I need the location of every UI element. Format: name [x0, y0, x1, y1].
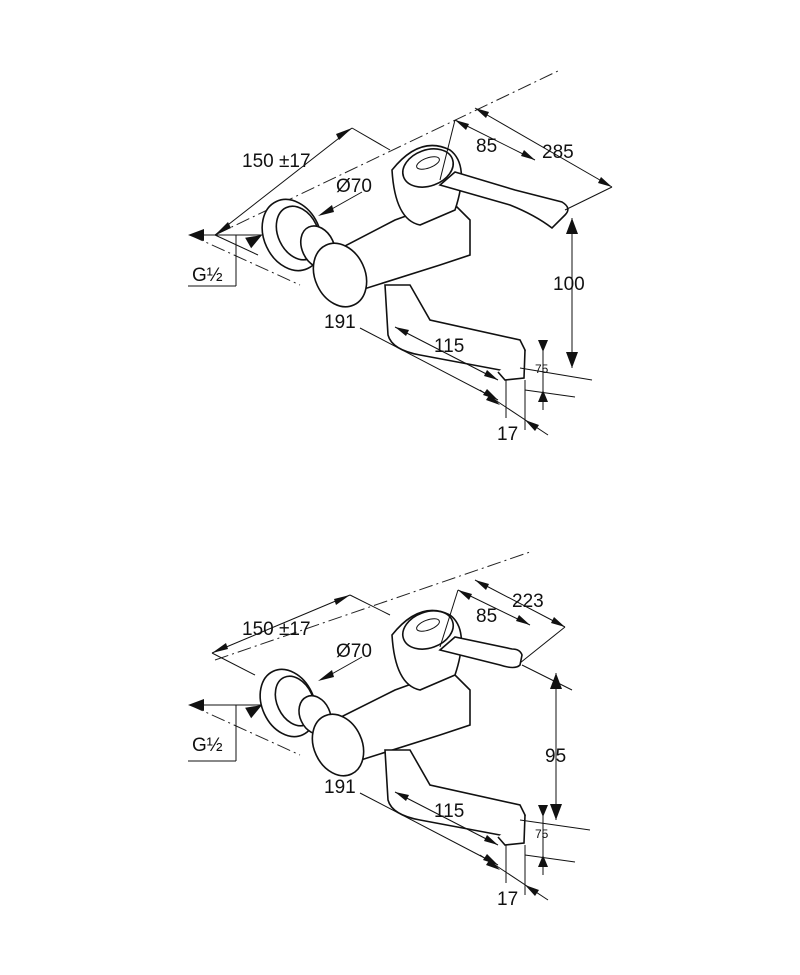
- center-line: [214, 69, 561, 236]
- label-height: 100: [553, 274, 585, 295]
- drawing-canvas: 150 ±17 Ø70 G½ 191 115 85 223 95 75 17: [188, 551, 591, 910]
- label-lever-reach: 223: [512, 591, 544, 612]
- label-width-adjust: 150 ±17: [242, 151, 311, 172]
- wall-rosette: [259, 668, 332, 738]
- technical-drawing-short-lever: 150 ±17 Ø70 G½ 191 115 85 223 95 75 17: [0, 525, 800, 975]
- dim-line-width: [214, 127, 353, 236]
- lever-handle: [438, 171, 569, 230]
- label-projection-total: 191: [324, 777, 356, 798]
- dim-line-width: [211, 594, 351, 654]
- label-projection-total: 191: [324, 312, 356, 333]
- label-outlet-height: 75: [535, 362, 549, 376]
- label-thread: G½: [192, 735, 223, 756]
- label-lever-offset: 85: [476, 606, 497, 627]
- label-outlet-diameter: 17: [497, 424, 518, 445]
- center-line: [214, 551, 531, 661]
- dim-line-projection: [359, 327, 499, 401]
- label-lever-offset: 85: [476, 136, 497, 157]
- label-spout-length: 115: [434, 336, 464, 357]
- label-thread: G½: [192, 265, 223, 286]
- wall-rosette: [261, 198, 337, 272]
- label-height: 95: [545, 746, 566, 767]
- wall-line: [189, 234, 301, 286]
- lever-handle: [438, 636, 523, 669]
- label-lever-reach: 285: [542, 142, 574, 163]
- leader-diameter: [329, 191, 363, 211]
- technical-drawing-long-lever: 150 ±17 Ø70 G½ 191 115 85 285 100 75 17: [0, 50, 800, 500]
- dim-line-projection: [359, 792, 499, 866]
- leader-diameter: [329, 656, 363, 676]
- wall-line: [189, 704, 301, 756]
- label-spout-length: 115: [434, 801, 464, 822]
- label-outlet-diameter: 17: [497, 889, 518, 910]
- label-width-adjust: 150 ±17: [242, 619, 311, 640]
- mixer-body: [311, 609, 526, 846]
- label-outlet-height: 75: [535, 827, 549, 841]
- label-rosette-diameter: Ø70: [336, 176, 372, 197]
- mixer-body: [312, 144, 569, 381]
- label-rosette-diameter: Ø70: [336, 641, 372, 662]
- drawing-canvas: 150 ±17 Ø70 G½ 191 115 85 285 100 75 17: [188, 69, 613, 445]
